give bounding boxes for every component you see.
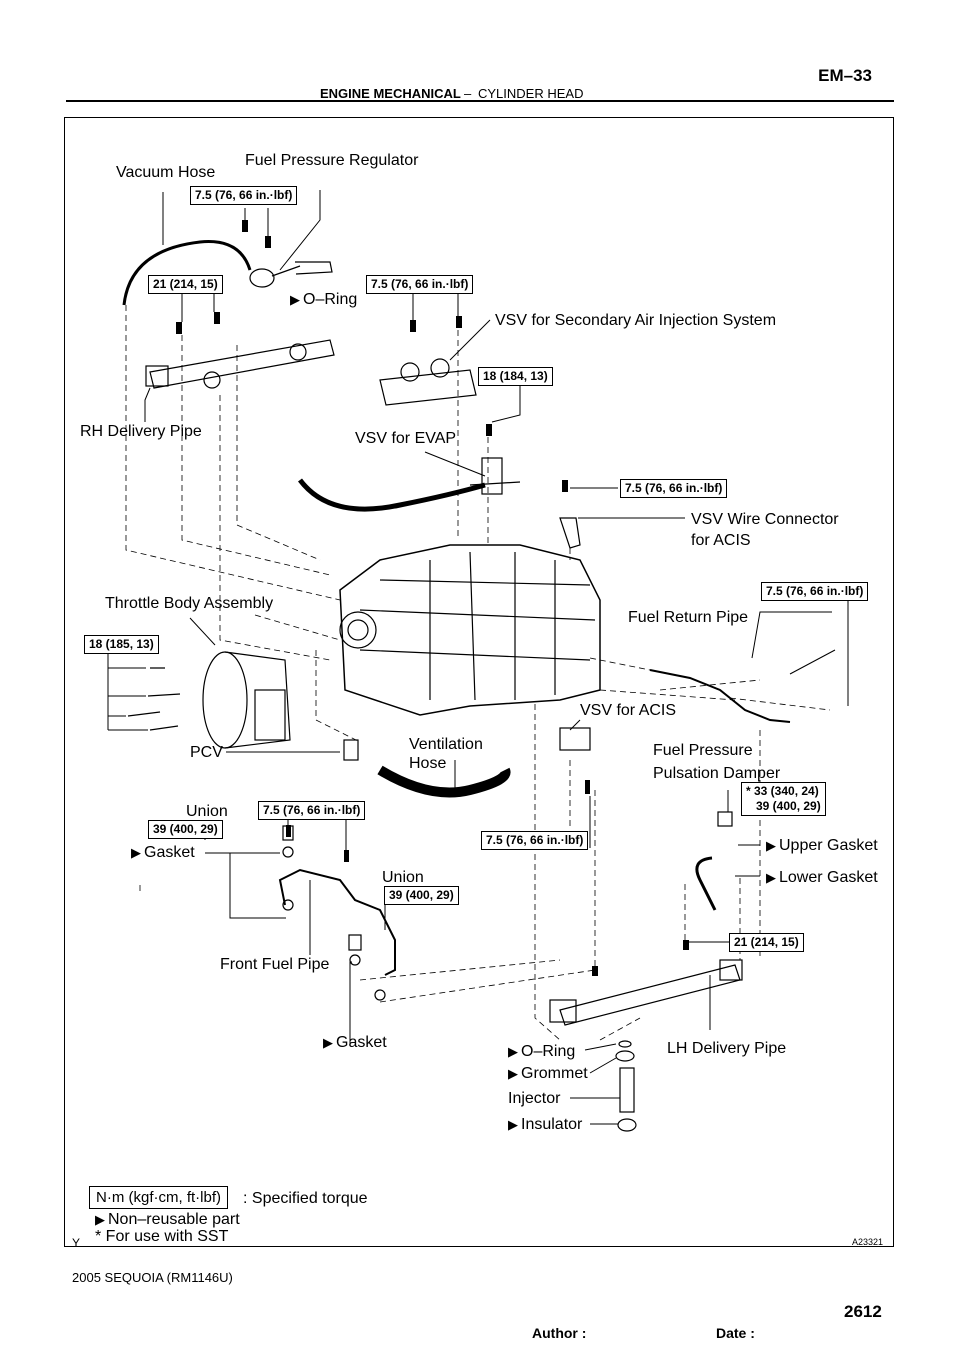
torque-evap: 18 (184, 13) (478, 367, 553, 386)
label-upper-gasket: Upper Gasket (766, 836, 878, 855)
label-injector: Injector (508, 1090, 561, 1107)
footer-page-number: 2612 (844, 1302, 882, 1321)
label-vsv-wire-connector: VSV Wire Connector (691, 511, 839, 528)
torque-lh-delivery: 21 (214, 15) (729, 933, 804, 952)
torque-throttle: 18 (185, 13) (84, 635, 159, 654)
header-section: ENGINE MECHANICAL (320, 86, 461, 101)
figure-frame (64, 117, 894, 1247)
label-vsv-wire-connector-2: for ACIS (691, 532, 751, 549)
label-vacuum-hose: Vacuum Hose (116, 164, 216, 181)
torque-vsv-acis: 7.5 (76, 66 in.·lbf) (481, 831, 589, 850)
footer-date: Date : (716, 1325, 755, 1341)
torque-union-1: 39 (400, 29) (148, 820, 223, 839)
label-lh-delivery-pipe: LH Delivery Pipe (667, 1040, 787, 1057)
header-dash: – (464, 86, 472, 101)
label-rh-delivery-pipe: RH Delivery Pipe (80, 423, 202, 440)
page-number: EM–33 (818, 66, 872, 85)
torque-wire-connector: 7.5 (76, 66 in.·lbf) (620, 479, 728, 498)
label-gasket-2: Gasket (323, 1033, 387, 1052)
label-fuel-pressure-damper: Fuel Pressure (653, 742, 753, 759)
label-pcv: PCV (190, 744, 223, 761)
label-fuel-pressure-damper-2: Pulsation Damper (653, 765, 781, 782)
label-grommet: Grommet (508, 1064, 588, 1083)
label-ventilation-hose: Ventilation (409, 736, 483, 753)
label-gasket-1: Gasket (131, 843, 195, 862)
label-vsv-evap: VSV for EVAP (355, 430, 457, 447)
label-vsv-acis: VSV for ACIS (580, 702, 677, 719)
label-union-1: Union (186, 803, 228, 820)
footer-author: Author : (532, 1325, 587, 1341)
legend-sst: * For use with SST (95, 1228, 229, 1245)
label-o-ring-bottom: O–Ring (508, 1042, 575, 1061)
label-fuel-pressure-regulator: Fuel Pressure Regulator (245, 152, 419, 169)
legend-specified-torque: : Specified torque (243, 1190, 368, 1207)
footer-model: 2005 SEQUOIA (RM1146U) (72, 1270, 233, 1285)
header-rule (66, 100, 894, 102)
label-union-2: Union (382, 869, 424, 886)
label-throttle-body: Throttle Body Assembly (105, 595, 274, 612)
torque-union-2: 39 (400, 29) (384, 886, 459, 905)
legend-torque-box: N·m (kgf·cm, ft·lbf) (89, 1186, 228, 1209)
torque-front-pipe: 7.5 (76, 66 in.·lbf) (258, 801, 366, 820)
torque-fuel-return: 7.5 (76, 66 in.·lbf) (761, 582, 869, 601)
label-fuel-return-pipe: Fuel Return Pipe (628, 609, 749, 626)
label-o-ring-top: O–Ring (290, 290, 357, 309)
legend-non-reusable: Non–reusable part (95, 1210, 240, 1229)
left-mark: Y (72, 1236, 81, 1250)
label-insulator: Insulator (508, 1115, 582, 1134)
figure-id: A23321 (852, 1237, 884, 1247)
label-vsv-secondary-air: VSV for Secondary Air Injection System (495, 312, 777, 329)
torque-vsv-secondary: 7.5 (76, 66 in.·lbf) (366, 275, 474, 294)
torque-regulator: 7.5 (76, 66 in.·lbf) (190, 186, 298, 205)
header-subsection: CYLINDER HEAD (478, 86, 584, 101)
torque-damper: * 33 (340, 24) 39 (400, 29) (741, 782, 826, 816)
label-ventilation-hose-2: Hose (409, 755, 447, 772)
label-front-fuel-pipe: Front Fuel Pipe (220, 956, 330, 973)
label-lower-gasket: Lower Gasket (766, 868, 878, 887)
torque-rh-delivery: 21 (214, 15) (148, 275, 223, 294)
